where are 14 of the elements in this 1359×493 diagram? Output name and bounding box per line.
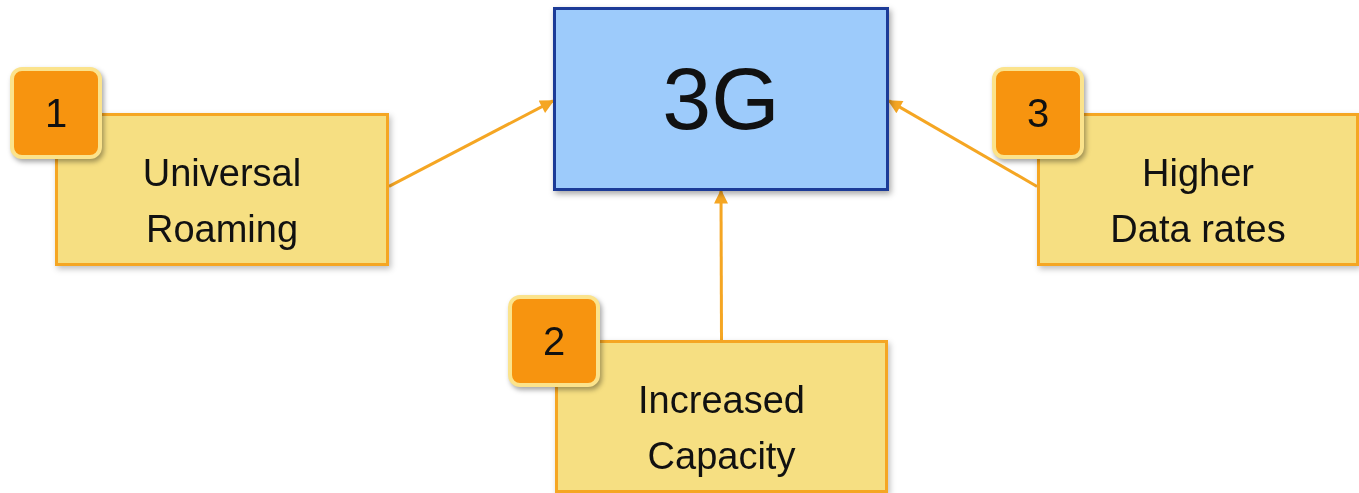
main-box xyxy=(553,7,889,191)
badge-number: 2 xyxy=(542,318,566,365)
arrow xyxy=(714,189,729,340)
badge-number: 3 xyxy=(1026,90,1050,137)
box-label: Universal Roaming xyxy=(141,151,303,252)
arrow xyxy=(887,99,1038,188)
badge-number: 1 xyxy=(44,90,68,137)
box-label: Increased Capacity xyxy=(637,378,806,479)
number-badge xyxy=(992,67,1084,159)
arrow xyxy=(388,99,555,188)
number-badge xyxy=(10,67,102,159)
box-label: Higher Data rates xyxy=(1109,151,1287,252)
box-title: 3G xyxy=(662,48,780,150)
number-badge xyxy=(508,295,600,387)
